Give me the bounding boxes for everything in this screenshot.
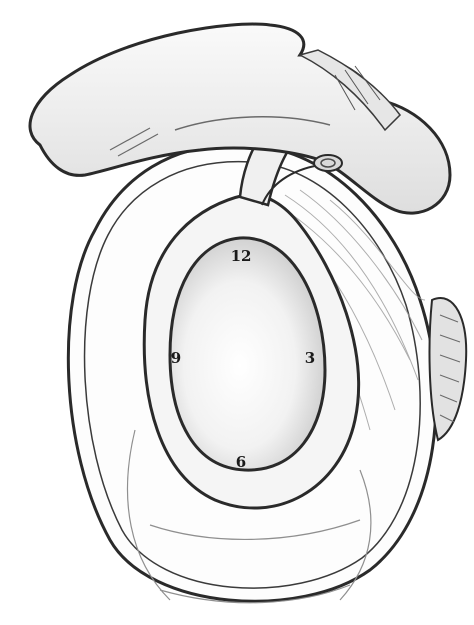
clock-label-12: 12 bbox=[231, 247, 252, 265]
clock-label-3: 3 bbox=[305, 349, 315, 367]
clock-label-6: 6 bbox=[236, 453, 246, 471]
clock-label-9: 9 bbox=[171, 349, 181, 367]
tendon-nodule bbox=[314, 155, 342, 171]
